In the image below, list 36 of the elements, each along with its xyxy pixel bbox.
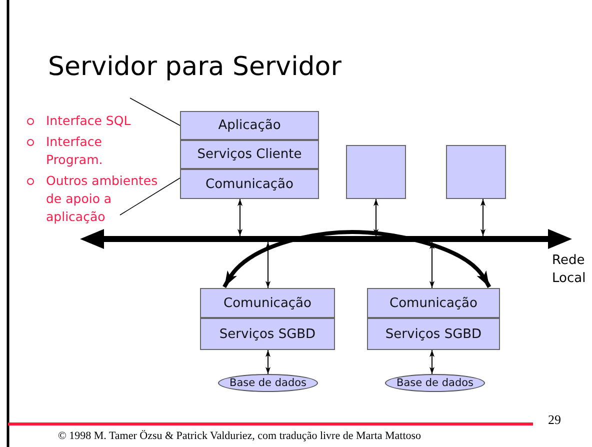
slide-title: Servidor para Servidor: [48, 52, 342, 82]
arrow: [480, 198, 486, 236]
layer-box: [180, 140, 319, 169]
leader-line: [120, 178, 180, 216]
page-number: 29: [548, 412, 561, 428]
arrow: [374, 198, 378, 236]
database-label: Base de dados: [229, 377, 307, 389]
arrow: [266, 350, 270, 374]
database-label: Base de dados: [396, 377, 474, 389]
node-box: [446, 145, 506, 199]
footer-text: © 1998 M. Tamer Özsu & Patrick Valduriez, com tradução livre de Marta Mattoso: [58, 430, 422, 442]
layer-box: [367, 288, 500, 318]
layer-box: [367, 318, 500, 350]
bullet-text: Outros ambientes de apoio a aplicação: [46, 173, 158, 224]
layer-label: Comunicação: [206, 176, 294, 192]
arrow: [238, 198, 242, 236]
layer-label: Serviços SGBD: [219, 326, 316, 342]
leader-line: [130, 98, 180, 126]
layer-box: [200, 318, 335, 350]
bullet-text: Interface Program.: [46, 134, 103, 167]
layer-label: Serviços SGBD: [385, 326, 482, 342]
bullet-text: Interface SQL: [46, 113, 131, 128]
layer-box: [180, 169, 319, 199]
layer-box: [200, 288, 335, 318]
layer-label: Comunicação: [224, 296, 312, 310]
node-box: [346, 145, 406, 199]
layer-label: Aplicação: [218, 118, 281, 133]
network-bus: [80, 228, 572, 250]
layer-label: Serviços Cliente: [197, 147, 302, 162]
arrow: [430, 242, 434, 288]
network-label: Rede Local: [552, 252, 587, 288]
arrow: [266, 242, 270, 288]
layer-label: Comunicação: [390, 296, 478, 310]
layer-box: [180, 111, 319, 140]
arrow: [430, 350, 434, 374]
curved-arrow: [222, 230, 492, 288]
